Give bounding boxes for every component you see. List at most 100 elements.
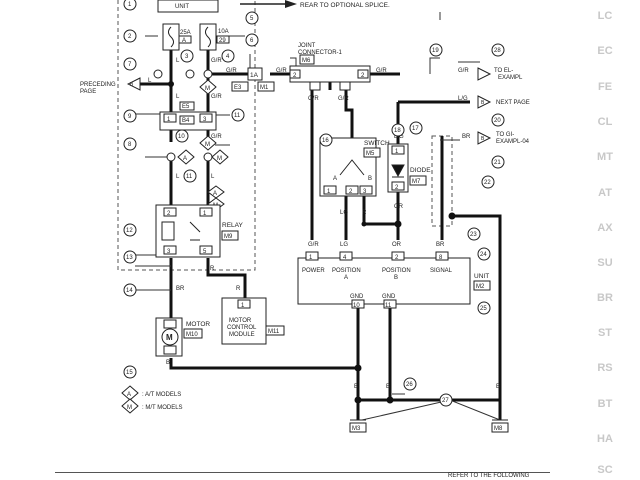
switch-pin-2: 2 xyxy=(349,189,353,195)
section-code-at[interactable]: AT xyxy=(598,187,612,199)
svg-text:23: 23 xyxy=(470,232,477,238)
callout-11b: 11 xyxy=(183,169,197,183)
to-el-1: TO EL- xyxy=(494,68,513,74)
section-code-cl[interactable]: CL xyxy=(597,116,613,128)
splice-circles xyxy=(153,69,213,162)
unit-pin-2: 2 xyxy=(395,255,399,261)
section-code-su[interactable]: SU xyxy=(597,257,613,269)
wire-label-lg-2: LG xyxy=(340,242,348,248)
ground-m3-label: M3 xyxy=(352,426,361,432)
callout-2: 2 xyxy=(123,29,137,43)
section-code-sc[interactable]: SC xyxy=(597,464,613,476)
svg-text:19: 19 xyxy=(432,48,439,54)
connector-e5-label: E5 xyxy=(182,104,190,110)
callout-27: 27 xyxy=(439,393,453,407)
e5-pin-1: 1 xyxy=(167,117,171,123)
svg-text:28: 28 xyxy=(494,48,501,54)
e5-pin-3: 3 xyxy=(203,117,207,123)
switch-id-box xyxy=(363,147,381,158)
unit-label: UNIT xyxy=(474,273,489,280)
joint-connector-title-1: JOINT xyxy=(298,43,316,49)
svg-text:8: 8 xyxy=(128,142,132,148)
diode-id-box xyxy=(409,175,427,186)
wire-label-l-6: L xyxy=(211,174,215,180)
motor-id: M10 xyxy=(186,332,198,338)
section-code-mt[interactable]: MT xyxy=(597,151,613,163)
svg-text:24: 24 xyxy=(480,252,487,258)
section-code-rs[interactable]: RS xyxy=(597,362,613,374)
callout-3: 3 xyxy=(180,49,194,63)
callout-8: 8 xyxy=(123,137,137,151)
wire-label-gr-1: G/R xyxy=(211,58,222,64)
relay-id-box xyxy=(221,230,239,241)
section-code-ha[interactable]: HA xyxy=(597,433,613,445)
wire-label-br-1: BR xyxy=(176,286,185,292)
fuse-block-label: UNIT xyxy=(175,4,189,10)
wire-label-br-3: BR xyxy=(462,134,471,140)
connector-e5-b4 xyxy=(159,101,217,131)
diode-pin-1: 1 xyxy=(395,149,399,155)
to-el-2: EXAMPL xyxy=(498,75,523,81)
switch-pin-1: 1 xyxy=(327,189,331,195)
svg-text:18: 18 xyxy=(394,128,401,134)
unit-gnd-2: GND xyxy=(382,294,396,300)
unit-pin-11: 11 xyxy=(385,303,392,309)
callout-18: 18 xyxy=(391,123,405,137)
legend-mt-models: : M/T MODELS xyxy=(142,405,183,411)
switch-pos-b: B xyxy=(368,176,372,182)
wire-label-b-2: B xyxy=(386,384,390,390)
wire-label-gr-7: G/R xyxy=(211,134,222,140)
fuses xyxy=(162,23,217,51)
svg-text:4: 4 xyxy=(226,54,230,60)
svg-text:7: 7 xyxy=(128,62,132,68)
unit-pin-8: 8 xyxy=(439,255,443,261)
wire-label-gr-10: G/R xyxy=(308,242,319,248)
unit-m2 xyxy=(297,251,471,309)
svg-text:12: 12 xyxy=(126,228,133,234)
callout-17: 17 xyxy=(409,121,423,135)
svg-text:3: 3 xyxy=(185,54,189,60)
wire-label-b-3: B xyxy=(496,384,500,390)
section-code-st[interactable]: ST xyxy=(597,327,613,339)
to-gi-2: EXAMPL-04 xyxy=(496,139,530,145)
switch-label: SWITCH xyxy=(364,140,390,147)
section-code-lc[interactable]: LC xyxy=(597,10,613,22)
callouts: 1 2 3 4 5 6 7 8 9 10 11 11 12 13 14 15 1… xyxy=(123,0,505,407)
wire-label-br-2: BR xyxy=(436,242,445,248)
unit-id: M2 xyxy=(476,284,485,290)
wire-label-r-3: R xyxy=(362,210,367,216)
callout-10: 10 xyxy=(175,129,189,143)
svg-text:26: 26 xyxy=(406,382,413,388)
fuse-10a-id: 29 xyxy=(219,38,226,44)
section-code-br[interactable]: BR xyxy=(597,292,613,304)
section-code-fe[interactable]: FE xyxy=(597,81,613,93)
section-code-ec[interactable]: EC xyxy=(597,45,613,57)
diode-pin-2: 2 xyxy=(395,185,399,191)
section-code-ax[interactable]: AX xyxy=(597,222,613,234)
svg-text:13: 13 xyxy=(126,255,133,261)
wire-label-gr-6: G/R xyxy=(211,94,222,100)
callout-19: 19 xyxy=(429,43,443,57)
next-page-label: NEXT PAGE xyxy=(496,100,530,106)
motor-label: MOTOR xyxy=(186,321,210,328)
unit-pin-4: 4 xyxy=(343,255,347,261)
module-label-1: MOTOR xyxy=(229,318,252,324)
joint-connector-title-2: CONNECTOR-1 xyxy=(298,50,343,56)
svg-text:17: 17 xyxy=(412,126,419,132)
callout-15: 15 xyxy=(123,365,137,379)
callout-12: 12 xyxy=(123,223,137,237)
wire-label-l-2: L xyxy=(148,78,152,84)
fuse-10a-id-box xyxy=(216,35,230,44)
ground-symbols xyxy=(349,419,509,433)
svg-text:10: 10 xyxy=(178,134,185,140)
model-legend xyxy=(121,385,139,414)
joint-connector-m6 xyxy=(289,54,371,91)
relay-pin-5: 5 xyxy=(203,249,207,255)
joint-pin-2a: 2 xyxy=(293,73,297,79)
connector-1a-pin: 1A xyxy=(250,72,259,79)
motor-control-module-m11 xyxy=(221,297,267,345)
section-code-bt[interactable]: BT xyxy=(597,398,613,410)
callout-24: 24 xyxy=(477,247,491,261)
diamond-a-1: A xyxy=(183,156,187,162)
